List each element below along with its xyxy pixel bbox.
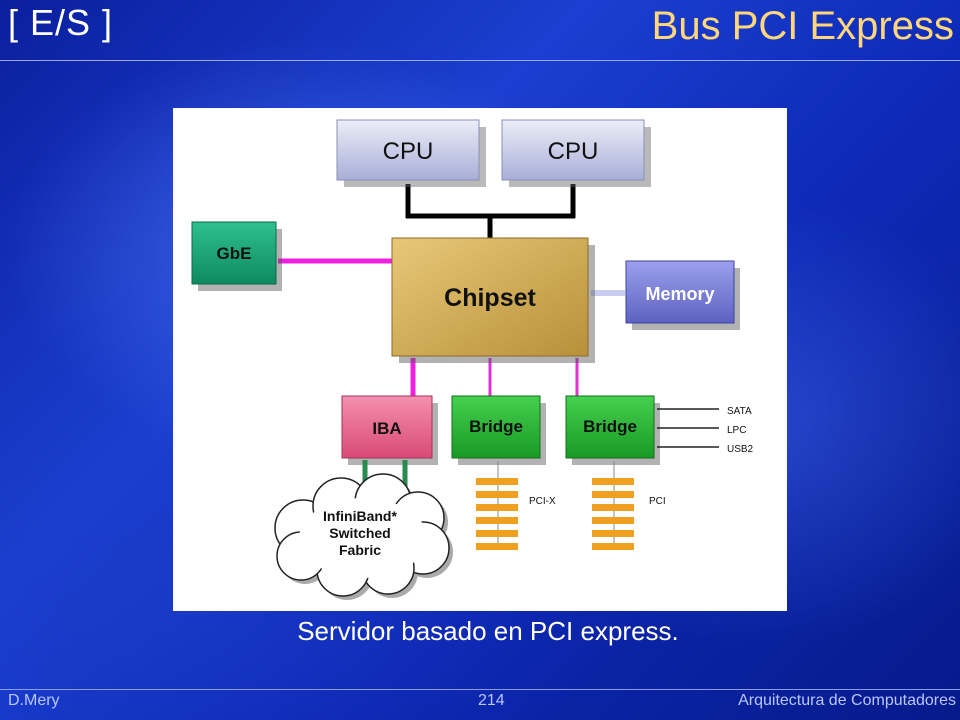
cloud-label-line2: Switched (329, 525, 390, 541)
io-label-usb2: USB2 (727, 444, 754, 455)
footer-course: Arquitectura de Computadores (738, 692, 956, 709)
pci-label: PCI (649, 496, 666, 507)
section-label: [ E/S ] (8, 2, 114, 43)
cpu-box-1: CPU (336, 119, 486, 187)
bridge-box-1: Bridge (451, 395, 546, 465)
bridge-label-2: Bridge (583, 417, 637, 436)
pci-x-slot-stack (476, 461, 518, 550)
cpu-bus (405, 184, 576, 240)
header-divider (0, 60, 960, 61)
gbe-label: GbE (217, 244, 252, 263)
chipset-label: Chipset (444, 284, 536, 312)
bridge-label-1: Bridge (469, 417, 523, 436)
bridge-box-2: Bridge (565, 395, 660, 465)
memory-label: Memory (645, 284, 714, 304)
iba-label: IBA (372, 419, 401, 438)
cpu-box-2: CPU (501, 119, 651, 187)
io-label-lpc: LPC (727, 425, 746, 436)
io-lines (657, 408, 719, 448)
footer-author: D.Mery (8, 692, 60, 709)
pci-x-label: PCI-X (529, 496, 556, 507)
cpu-label-2: CPU (548, 138, 599, 165)
pci-slot-stack (592, 461, 634, 550)
memory-box: Memory (625, 260, 740, 330)
cloud-label-line3: Fabric (339, 542, 381, 558)
io-label-sata: SATA (727, 406, 752, 417)
pci-express-diagram: CPU CPU GbE Chipset Memory (191, 119, 754, 600)
pcie-links (278, 258, 579, 396)
iba-box: IBA (341, 395, 438, 465)
gbe-box: GbE (191, 221, 282, 291)
chipset-box: Chipset (391, 237, 595, 363)
diagram-figure: CPU CPU GbE Chipset Memory (173, 108, 787, 611)
footer-page-number: 214 (478, 692, 505, 709)
figure-caption: Servidor basado en PCI express. (297, 616, 679, 646)
cpu-label-1: CPU (383, 138, 434, 165)
cloud-label-line1: InfiniBand* (323, 508, 397, 524)
footer-divider (0, 689, 960, 690)
infiniband-cloud-icon (274, 473, 453, 600)
slide-title: Bus PCI Express (651, 4, 954, 48)
